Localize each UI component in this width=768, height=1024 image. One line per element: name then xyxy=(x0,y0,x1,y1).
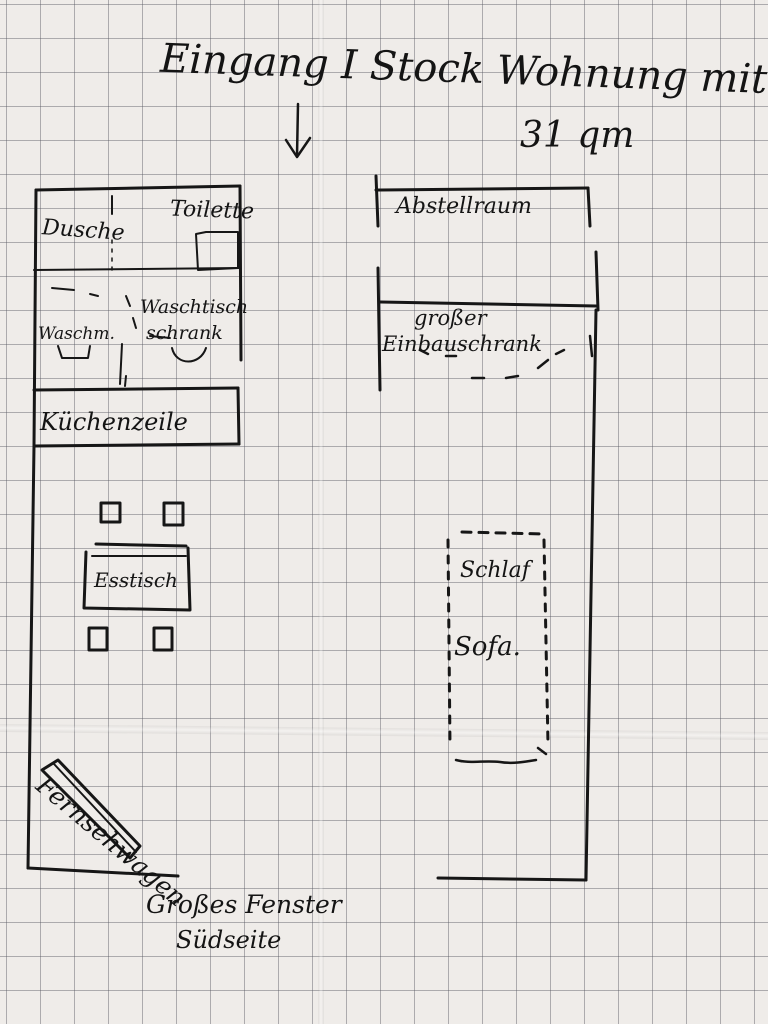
room-label-kuechenzeile: Küchenzeile xyxy=(40,408,188,436)
tv-cart xyxy=(40,758,142,860)
orientation-label: Südseite xyxy=(176,926,282,954)
dining-table xyxy=(82,501,192,652)
furniture-label-sofa-line2: Sofa. xyxy=(454,632,521,662)
right-wing-walls xyxy=(374,174,600,882)
paper-fold-vertical xyxy=(318,0,324,1024)
sofa-bed xyxy=(446,530,550,765)
furniture-label-esstisch: Esstisch xyxy=(94,568,178,592)
room-label-einbauschrank-line2: Einbauschrank xyxy=(382,332,542,356)
bath-fixtures xyxy=(51,195,239,387)
room-label-abstellraum: Abstellraum xyxy=(396,194,532,219)
fixture-label-waschmaschine: Waschm. xyxy=(38,324,115,344)
fixture-label-waschtisch: Waschtisch xyxy=(140,296,249,318)
room-label-toilette: Toilette xyxy=(169,196,255,225)
room-label-dusche: Dusche xyxy=(41,215,126,246)
furniture-label-sofa-line1: Schlaf xyxy=(460,558,530,583)
window-label: Großes Fenster xyxy=(146,890,342,919)
area-label: 31 qm xyxy=(520,115,635,156)
room-label-einbauschrank-line1: großer xyxy=(414,306,487,330)
left-wing-walls xyxy=(26,184,243,878)
fixture-label-schrank: schrank xyxy=(146,322,223,344)
entrance-arrow xyxy=(284,102,312,159)
